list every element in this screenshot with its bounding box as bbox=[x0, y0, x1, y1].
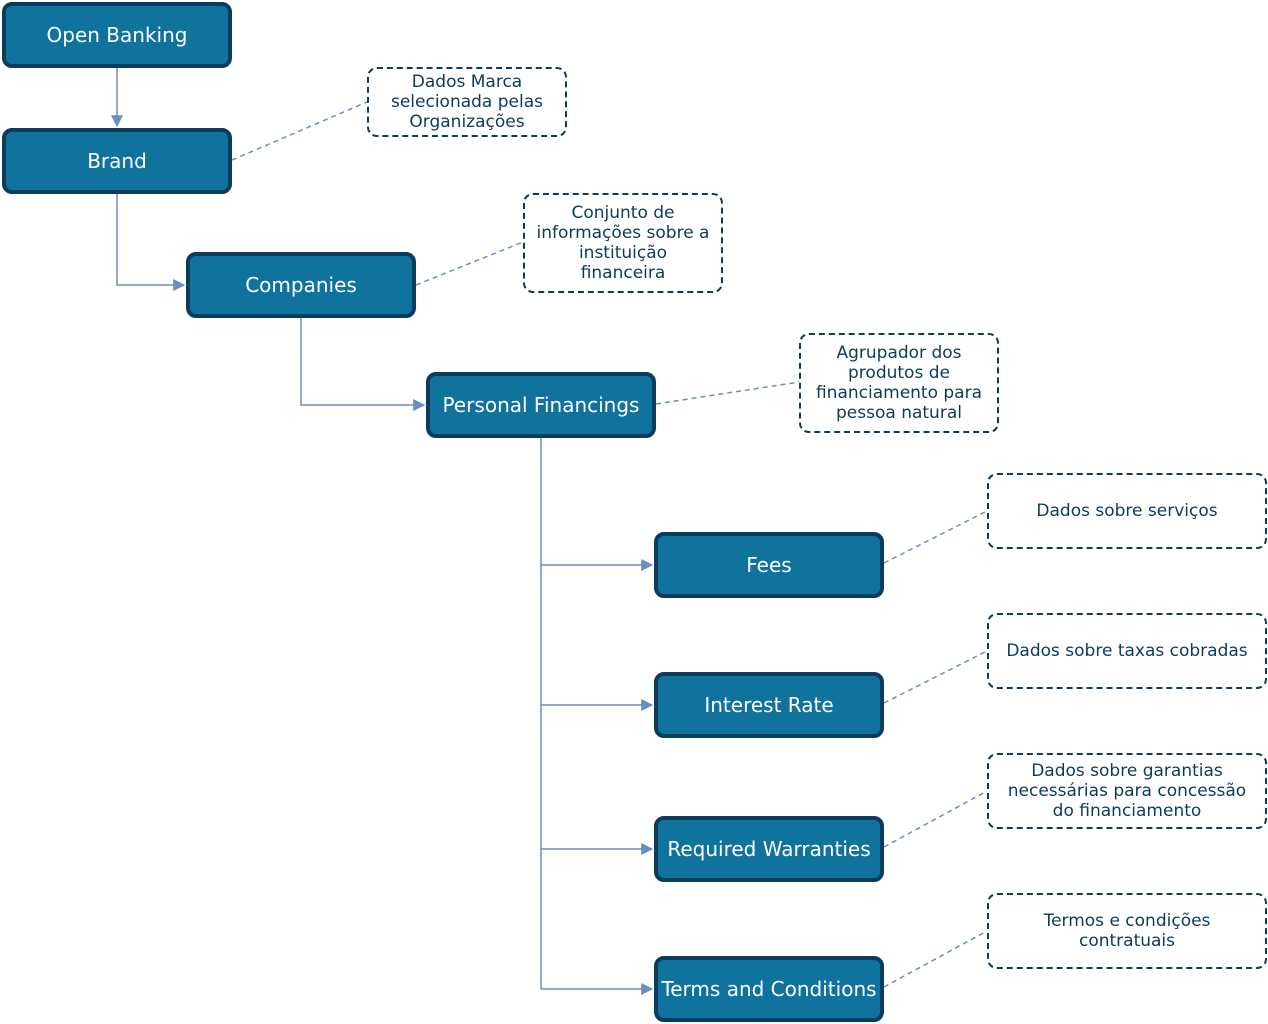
note-required-warranties-text: Dados sobre garantias necessárias para c… bbox=[1007, 761, 1247, 821]
node-required-warranties[interactable]: Required Warranties bbox=[654, 816, 884, 882]
note-link-required-warranties bbox=[883, 790, 988, 848]
note-fees-text: Dados sobre serviços bbox=[1036, 501, 1218, 521]
note-brand-text: Dados Marca selecionada pelas Organizaçõ… bbox=[390, 72, 544, 132]
note-link-fees bbox=[883, 510, 988, 564]
note-link-terms-and-conditions bbox=[883, 930, 988, 988]
note-link-brand bbox=[231, 101, 368, 161]
note-required-warranties: Dados sobre garantias necessárias para c… bbox=[987, 753, 1267, 829]
node-fees[interactable]: Fees bbox=[654, 532, 884, 598]
note-link-companies bbox=[415, 241, 524, 286]
node-interest-rate[interactable]: Interest Rate bbox=[654, 672, 884, 738]
connector-companies-personalfinancings bbox=[300, 318, 426, 411]
connector-brand-companies bbox=[116, 194, 186, 291]
note-fees: Dados sobre serviços bbox=[987, 473, 1267, 549]
note-personal-financings: Agrupador dos produtos de financiamento … bbox=[799, 333, 999, 433]
note-personal-financings-text: Agrupador dos produtos de financiamento … bbox=[815, 343, 983, 423]
note-companies: Conjunto de informações sobre a institui… bbox=[523, 193, 723, 293]
note-terms-and-conditions-text: Termos e condições contratuais bbox=[1043, 911, 1211, 951]
note-link-personal-financings bbox=[655, 381, 800, 405]
note-brand: Dados Marca selecionada pelas Organizaçõ… bbox=[367, 67, 567, 137]
note-companies-text: Conjunto de informações sobre a institui… bbox=[536, 203, 710, 283]
note-interest-rate: Dados sobre taxas cobradas bbox=[987, 613, 1267, 689]
note-interest-rate-text: Dados sobre taxas cobradas bbox=[1006, 641, 1248, 661]
node-terms-and-conditions[interactable]: Terms and Conditions bbox=[654, 956, 884, 1022]
note-terms-and-conditions: Termos e condições contratuais bbox=[987, 893, 1267, 969]
node-personal-financings[interactable]: Personal Financings bbox=[426, 372, 656, 438]
node-open-banking[interactable]: Open Banking bbox=[2, 2, 232, 68]
node-brand[interactable]: Brand bbox=[2, 128, 232, 194]
node-companies[interactable]: Companies bbox=[186, 252, 416, 318]
note-link-interest-rate bbox=[883, 650, 988, 704]
